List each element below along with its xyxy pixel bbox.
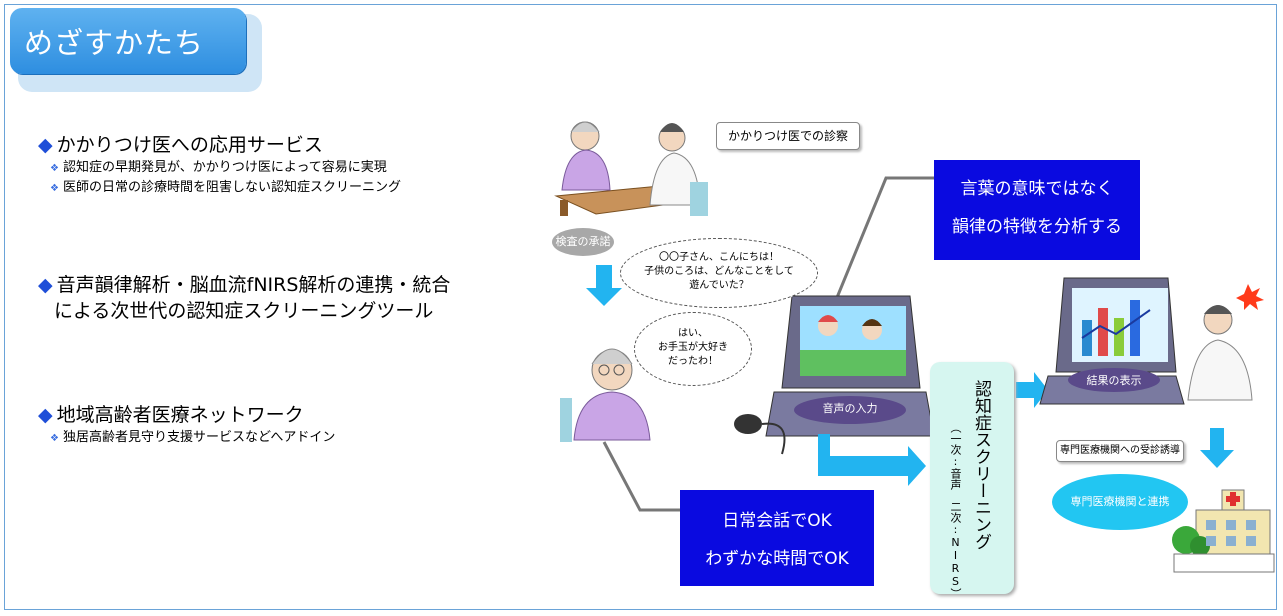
daily-box: 日常会話でOK わずかな時間でOK	[680, 490, 874, 586]
diamond-bullet-icon: ◆	[38, 404, 53, 426]
referral-label: 専門医療機関への受診誘導	[1056, 440, 1184, 462]
sub-bullet: 医師の日常の診療時間を阻害しない認知症スクリーニング	[62, 180, 401, 195]
bullet-title: 地域高齢者医療ネットワーク	[56, 404, 304, 426]
voice-input-label: 音声の入力	[822, 402, 878, 415]
screening-subtitle: （一次:音声 二次:NIRS）	[949, 422, 962, 599]
bullet-section-1: ◆かかりつけ医への応用サービス ❖認知症の早期発見が、かかりつけ医によって容易に…	[38, 132, 401, 198]
speech-line: はい、	[678, 328, 708, 339]
diamond-bullet-icon: ◆	[38, 134, 53, 156]
daily-line: 日常会話でOK	[722, 511, 832, 531]
down-arrow	[1200, 428, 1234, 468]
patient-speech-bubble: はい、 お手玉が大好き だったわ！	[634, 312, 752, 386]
down-arrow	[586, 265, 622, 306]
laptop-voice	[765, 295, 935, 437]
speech-line: 子供のころは、どんなことをして	[644, 266, 794, 277]
screening-title: 認知症スクリーニング	[971, 380, 991, 550]
patient-figure	[560, 348, 651, 442]
bullet-section-2: ◆音声韻律解析・脳血流fNIRS解析の連携・統合 による次世代の認知症スクリーニ…	[38, 272, 450, 324]
speech-line: お手玉が大好き	[658, 342, 728, 353]
doctor-speech-bubble: 〇〇子さん、こんにちは！ 子供のころは、どんなことをして 遊んでいた？	[620, 238, 818, 308]
bullet-section-3: ◆地域高齢者医療ネットワーク ❖独居高齢者見守り支援サービスなどへアドイン	[38, 402, 335, 448]
title-tab	[10, 8, 246, 74]
analysis-line: 韻律の特徴を分析する	[952, 217, 1122, 237]
diamond-mark-icon: ❖	[50, 183, 59, 194]
bullet-title-line2: による次世代の認知症スクリーニングツール	[54, 300, 434, 322]
sub-bullet: 独居高齢者見守り支援サービスなどへアドイン	[62, 430, 336, 445]
doctor-figure	[1187, 284, 1264, 401]
analysis-box: 言葉の意味ではなく 韻律の特徴を分析する	[934, 160, 1140, 260]
speech-line: 〇〇子さん、こんにちは！	[659, 252, 779, 263]
right-arrow	[818, 434, 926, 486]
diamond-mark-icon: ❖	[50, 433, 59, 444]
collab-badge: 専門医療機関と連携	[1052, 474, 1188, 530]
clinic-scene	[548, 105, 708, 216]
daily-line: わずかな時間でOK	[705, 549, 849, 569]
slide-frame	[4, 4, 1277, 610]
speech-line: 遊んでいた？	[689, 280, 749, 291]
hospital-building	[1172, 489, 1275, 573]
speech-line: だったわ！	[668, 356, 718, 367]
diamond-bullet-icon: ◆	[38, 274, 53, 296]
microphone-icon	[734, 414, 786, 455]
result-label: 結果の表示	[1086, 374, 1142, 387]
diamond-mark-icon: ❖	[50, 163, 59, 174]
consent-badge: 検査の承諾	[552, 228, 614, 256]
analysis-line: 言葉の意味ではなく	[960, 179, 1114, 199]
bullet-title: かかりつけ医への応用サービス	[56, 134, 323, 156]
clinic-label: かかりつけ医での診察	[716, 122, 860, 150]
bullet-title-line1: 音声韻律解析・脳血流fNIRS解析の連携・統合	[56, 274, 451, 296]
right-arrow	[1016, 372, 1048, 408]
screening-box: 認知症スクリーニング （一次:音声 二次:NIRS）	[930, 362, 1014, 599]
page-title: めざすかたち	[24, 26, 205, 60]
sub-bullet: 認知症の早期発見が、かかりつけ医によって容易に実現	[62, 160, 387, 175]
laptop-result	[1039, 277, 1185, 405]
